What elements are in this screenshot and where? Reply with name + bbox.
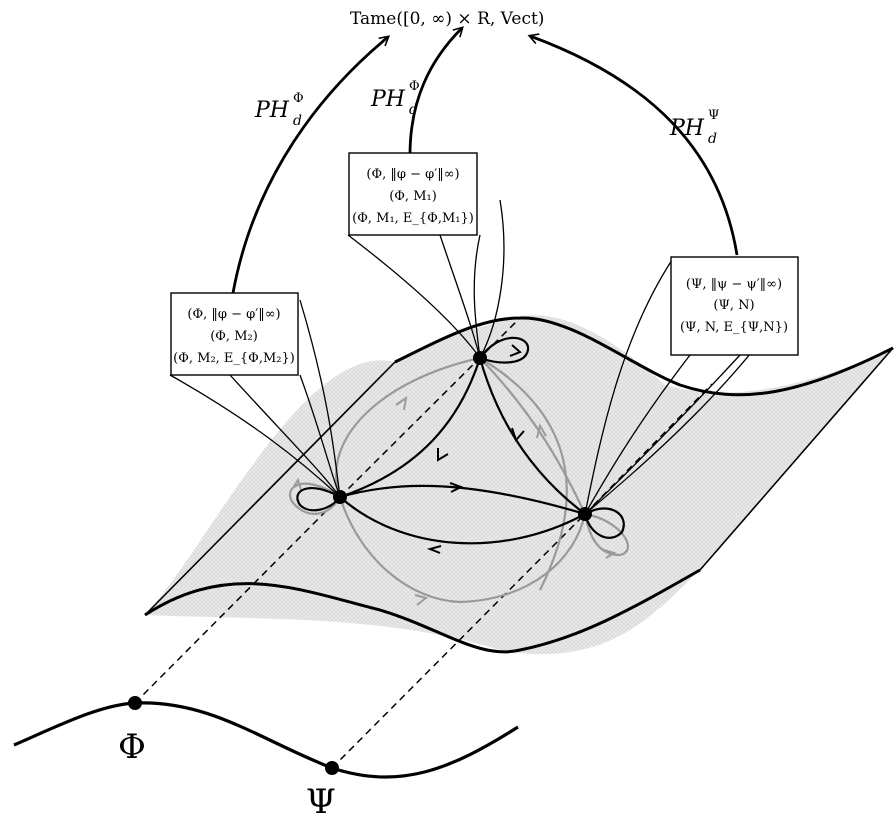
function-space-sheet xyxy=(145,315,893,655)
black-loop-left xyxy=(296,487,341,512)
sheet-left-edge xyxy=(144,361,396,616)
box-right-line-1: (Ψ, ‖ψ − ψ′‖∞) xyxy=(686,277,782,292)
gray-arc-top-to-bottom xyxy=(479,357,568,591)
gray-loop-left xyxy=(288,482,341,515)
box-left-line-2: (Φ, M₂) xyxy=(210,329,258,344)
arrow-label-middle-sub: d xyxy=(409,102,418,118)
arrow-label-left-sup: Φ xyxy=(293,91,304,106)
arrow-label-middle-sup: Φ xyxy=(409,79,420,94)
gray-arrowheads xyxy=(292,395,617,606)
sheet-front-edge xyxy=(144,568,701,654)
psi-label: Ψ xyxy=(306,782,336,821)
base-point-phi xyxy=(128,696,142,710)
arrow-label-left: PH d Φ xyxy=(254,91,304,129)
base-curve xyxy=(13,701,519,779)
arrow-middle xyxy=(408,26,464,156)
box-middle-line-1: (Φ, ‖φ − φ′‖∞) xyxy=(366,167,459,182)
gray-flow-curves xyxy=(288,356,629,604)
arrow-label-left-sub: d xyxy=(293,113,302,129)
box-right-line-2: (Ψ, N) xyxy=(713,298,754,313)
base-point-psi xyxy=(325,761,339,775)
sheet-back-edge xyxy=(394,316,894,397)
box-right: (Ψ, ‖ψ − ψ′‖∞) (Ψ, N) (Ψ, N, E_{Ψ,N}) xyxy=(670,256,799,356)
gray-line-top-to-right xyxy=(479,357,586,515)
black-arc-right-to-left xyxy=(339,496,586,545)
target-category-label: Tame([0, ∞) × R, Vect) xyxy=(350,9,544,29)
arrow-left xyxy=(231,35,391,294)
black-arc-left-to-right xyxy=(339,484,586,516)
gray-loop-right xyxy=(583,512,629,557)
arrow-label-right-base: PH xyxy=(669,116,705,141)
projection-line-phi-back xyxy=(339,317,521,498)
black-loop-top xyxy=(479,336,530,364)
arrow-label-right-sub: d xyxy=(708,131,717,147)
box-middle: (Φ, ‖φ − φ′‖∞) (Φ, M₁) (Φ, M₁, E_{Φ,M₁}) xyxy=(348,152,478,236)
gray-arc-left-to-top xyxy=(335,356,481,498)
box-left-line-1: (Φ, ‖φ − φ′‖∞) xyxy=(187,307,280,322)
arrow-label-left-base: PH xyxy=(254,98,290,123)
arrow-label-right-sup: Ψ xyxy=(708,108,719,123)
black-arrowheads xyxy=(426,344,525,554)
black-flow-curves xyxy=(296,336,625,545)
arrow-right xyxy=(527,33,739,256)
phi-label: Φ xyxy=(118,727,146,767)
gray-arc-bottom xyxy=(338,496,587,604)
arrow-label-middle: PH d Φ xyxy=(370,79,420,118)
box-middle-line-3: (Φ, M₁, E_{Φ,M₁}) xyxy=(352,211,474,226)
black-arc-top-to-left xyxy=(339,357,482,499)
box-left: (Φ, ‖φ − φ′‖∞) (Φ, M₂) (Φ, M₂, E_{Φ,M₂}) xyxy=(170,292,299,376)
projection-line-phi-left xyxy=(134,496,341,704)
black-loop-right xyxy=(583,507,625,539)
sheet-right-edge xyxy=(699,347,894,571)
black-arc-top-to-right xyxy=(478,357,586,515)
arrow-label-middle-base: PH xyxy=(370,87,406,112)
box-left-line-3: (Φ, M₂, E_{Φ,M₂}) xyxy=(173,351,295,366)
box-middle-line-2: (Φ, M₁) xyxy=(389,189,437,204)
box-right-line-3: (Ψ, N, E_{Ψ,N}) xyxy=(680,320,788,335)
arrow-label-right: PH d Ψ xyxy=(669,108,719,147)
